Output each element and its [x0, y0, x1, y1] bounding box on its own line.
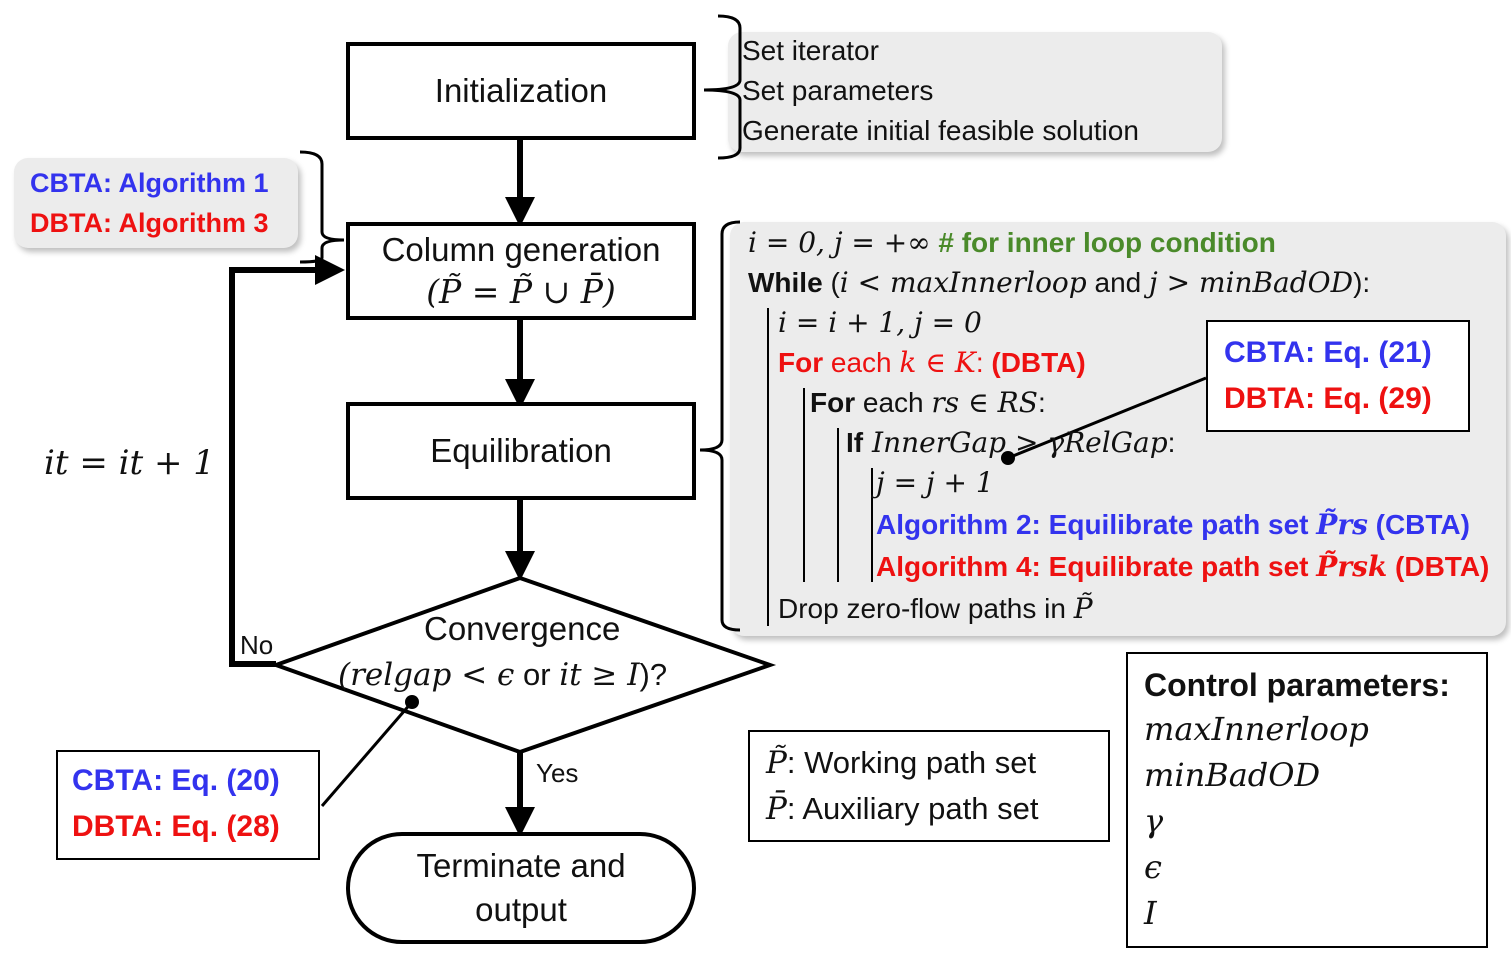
yes-label: Yes: [536, 758, 579, 788]
column-generation-label: Column generation: [381, 231, 661, 268]
convergence-diamond: [270, 575, 777, 755]
convergence-condition: (relgap < ϵ or it ≥ I)?: [338, 657, 668, 693]
eq-ref-conv-box: CBTA: Eq. (20) DBTA: Eq. (28): [56, 750, 320, 860]
eq-ref-inner-cbta: CBTA: Eq. (21): [1224, 336, 1432, 369]
no-label: No: [240, 630, 274, 660]
control-parameters-box: Control parameters: maxInnerloop minBadO…: [1126, 652, 1488, 948]
control-param-4: ϵ: [1144, 848, 1162, 886]
pseudo-line-7: j = j + 1: [876, 466, 994, 499]
control-param-1: maxInnerloop: [1144, 710, 1369, 748]
control-param-5: I: [1144, 894, 1157, 932]
initialization-label: Initialization: [434, 72, 608, 109]
alg-ref-cbta: CBTA: Algorithm 1: [30, 168, 269, 198]
pseudo-brace: [699, 220, 741, 632]
init-note-1: Set iterator: [742, 35, 879, 66]
loop-label: it = it + 1: [44, 443, 215, 483]
pseudo-line-6: If InnerGap > γRelGap:: [846, 426, 1176, 459]
alg-brace: [299, 150, 345, 264]
terminate-label-2: output: [475, 891, 567, 928]
terminate-box: Terminate and output: [346, 832, 696, 944]
column-generation-formula: (P̃ = P̃ ∪ P̄): [426, 272, 616, 311]
eq-ref-inner-box: CBTA: Eq. (21) DBTA: Eq. (29): [1206, 320, 1470, 432]
terminate-label-1: Terminate and: [416, 847, 626, 884]
legend-auxiliary: P̄: Auxiliary path set: [766, 791, 1039, 827]
init-note-2: Set parameters: [742, 75, 934, 106]
pseudo-line-10: Drop zero-flow paths in P̃: [778, 592, 1093, 625]
initialization-box: Initialization: [346, 42, 696, 140]
eq-ref-conv-cbta: CBTA: Eq. (20): [72, 764, 280, 797]
pseudo-line-9: Algorithm 4: Equilibrate path set P̃rsk …: [876, 550, 1490, 583]
pseudo-line-8: Algorithm 2: Equilibrate path set P̃rs (…: [876, 508, 1470, 541]
eq-ref-inner-dbta: DBTA: Eq. (29): [1224, 382, 1432, 415]
column-generation-box: Column generation (P̃ = P̃ ∪ P̄): [346, 222, 696, 320]
pseudo-line-2: While (i < maxInnerloop and j > minBadOD…: [748, 266, 1371, 299]
eq-ref-conv-dbta: DBTA: Eq. (28): [72, 810, 280, 843]
control-param-2: minBadOD: [1144, 756, 1321, 794]
arrow-loop-back: [229, 255, 345, 667]
init-brace: [703, 14, 742, 160]
legend-working: P̃: Working path set: [766, 745, 1037, 781]
pointer-relgap: [320, 701, 414, 807]
pseudo-line-4: For each k ∈ K: (DBTA): [778, 346, 1086, 379]
pseudo-line-3: i = i + 1, j = 0: [778, 306, 982, 339]
convergence-label: Convergence: [424, 610, 621, 647]
pseudo-line-5: For each rs ∈ RS:: [810, 386, 1046, 419]
equilibration-box: Equilibration: [346, 402, 696, 500]
equilibration-label: Equilibration: [430, 432, 612, 469]
control-title: Control parameters:: [1144, 667, 1450, 703]
pointer-innergap: [1007, 376, 1207, 460]
path-set-legend: P̃: Working path set P̄: Auxiliary path …: [748, 730, 1110, 842]
alg-ref-dbta: DBTA: Algorithm 3: [30, 208, 269, 238]
pseudo-line-1: i = 0, j = +∞ # for inner loop condition: [748, 226, 1276, 259]
init-note-3: Generate initial feasible solution: [742, 115, 1139, 146]
alg-ref-panel: [14, 158, 298, 248]
init-notes-panel: [728, 32, 1222, 152]
control-param-3: γ: [1144, 802, 1164, 840]
